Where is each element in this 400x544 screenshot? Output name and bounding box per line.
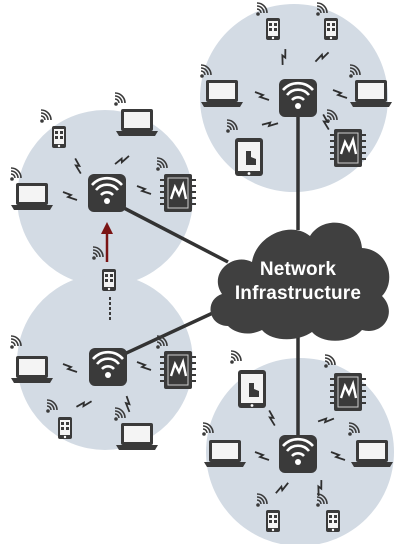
- phone-icon: [326, 510, 340, 532]
- cloud-label: Network Infrastructure: [212, 258, 384, 306]
- laptop-icon: [204, 440, 246, 467]
- laptop-icon: [351, 440, 393, 467]
- wifi-access-point-icon: [277, 433, 319, 475]
- laptop-icon: [116, 109, 158, 136]
- phone-icon: [266, 18, 280, 40]
- roaming-device: [91, 222, 116, 321]
- wifi-access-point-icon: [277, 77, 319, 119]
- laptop-icon: [350, 80, 392, 107]
- phone-icon: [266, 510, 280, 532]
- wifi-signal-icon: [113, 92, 126, 107]
- cloud-label-line2: Infrastructure: [234, 283, 362, 304]
- phone-icon: [102, 269, 116, 291]
- laptop-icon: [116, 423, 158, 450]
- wifi-access-point-icon: [87, 346, 129, 388]
- microcontroller-board-icon: [158, 172, 198, 214]
- tablet-icon: [238, 370, 266, 408]
- phone-icon: [324, 18, 338, 40]
- laptop-icon: [11, 183, 53, 210]
- cloud-label-line1: Network: [259, 259, 337, 280]
- microcontroller-board-icon: [158, 349, 198, 391]
- tablet-icon: [235, 138, 263, 176]
- cloud-icon: [210, 222, 390, 341]
- laptop-icon: [11, 356, 53, 383]
- microcontroller-board-icon: [328, 371, 368, 413]
- laptop-icon: [201, 80, 243, 107]
- wifi-signal-icon: [39, 109, 52, 124]
- wifi-signal-icon: [229, 350, 242, 365]
- phone-icon: [52, 126, 66, 148]
- phone-icon: [58, 417, 72, 439]
- microcontroller-board-icon: [328, 127, 368, 169]
- wifi-access-point-icon: [86, 172, 128, 214]
